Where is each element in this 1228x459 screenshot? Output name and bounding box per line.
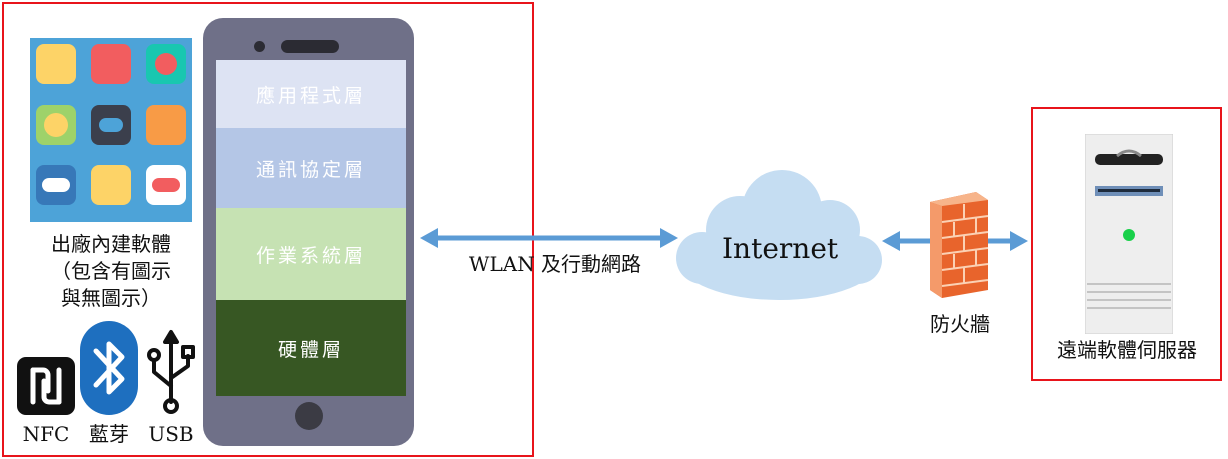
wlan-arrow [420, 228, 678, 248]
server-icon [1085, 134, 1173, 334]
device-frame [2, 2, 534, 457]
bluetooth-icon [80, 321, 138, 415]
preinstalled-software-label-line3: 與無圖示） [61, 286, 161, 310]
phone-speaker [281, 40, 339, 53]
firewall-icon [930, 192, 989, 298]
server-label: 遠端軟體伺服器 [1057, 338, 1197, 362]
preinstalled-software-label: 出廠內建軟體 [51, 232, 171, 256]
layer-hardware: 硬體層 [216, 300, 406, 396]
nfc-label: NFC [22, 422, 70, 446]
app-icons-grid [30, 38, 192, 222]
wlan-label: WLAN 及行動網路 [468, 252, 642, 276]
cloud-icon [676, 170, 882, 300]
layer-application: 應用程式層 [216, 60, 406, 128]
firewall-label: 防火牆 [930, 312, 990, 336]
layer-os: 作業系統層 [216, 208, 406, 300]
layer-protocol: 通訊協定層 [216, 128, 406, 208]
usb-icon [147, 330, 195, 414]
nfc-icon [17, 357, 75, 415]
layer-label: 作業系統層 [255, 244, 366, 267]
layer-label: 通訊協定層 [255, 158, 366, 181]
layer-label: 硬體層 [277, 338, 344, 361]
layer-label: 應用程式層 [255, 84, 366, 107]
phone-home-button [295, 402, 323, 430]
usb-label: USB [148, 422, 194, 446]
bluetooth-label: 藍芽 [89, 422, 129, 446]
phone-camera [254, 41, 265, 52]
internet-label: Internet [722, 232, 839, 265]
preinstalled-software-label-line2: （包含有圖示 [51, 259, 171, 283]
server-frame [1031, 107, 1222, 381]
